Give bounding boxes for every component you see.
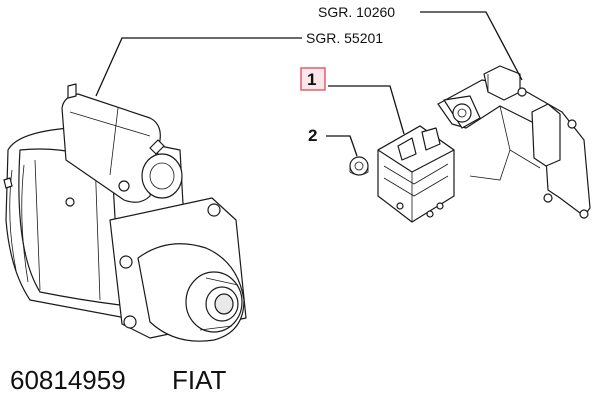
starter-motor-drawing <box>3 83 247 342</box>
leader-lines <box>95 11 523 157</box>
callout-sgr-10260: SGR. 10260 <box>318 4 395 20</box>
callout-sgr-55201: SGR. 55201 <box>306 30 383 46</box>
mounting-bracket-drawing <box>437 65 591 219</box>
footer-part-number: 60814959 <box>10 365 126 395</box>
item-1-highlight-box <box>300 67 326 91</box>
item-1-label: 1 <box>307 70 316 89</box>
footer-brand: FIAT <box>172 365 227 395</box>
nut-part-2-drawing <box>349 156 369 176</box>
relay-part-1-drawing <box>377 125 455 223</box>
item-2-label: 2 <box>308 126 317 145</box>
